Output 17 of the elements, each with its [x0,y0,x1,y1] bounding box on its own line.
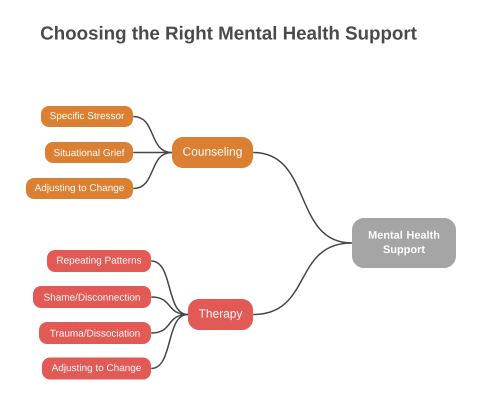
item-box: Situational Grief [45,142,133,163]
category-box: Therapy [188,299,253,330]
item-box: Adjusting to Change [26,178,133,199]
title: Choosing the Right Mental Health Support [40,26,417,44]
item-box: Repeating Patterns [47,250,151,272]
topic-box: Mental Health Support [352,218,456,268]
item-box: Adjusting to Change [42,358,151,380]
connector-curve [151,314,188,370]
item-box: Specific Stressor [41,106,133,127]
connector-curve [253,152,352,244]
connector-curve [133,116,172,154]
category-box: Counseling [172,137,253,168]
connector-curve [253,242,352,316]
connector-curve [151,296,188,316]
item-box: Trauma/Dissociation [39,322,151,344]
item-box: Shame/Disconnection [33,286,151,308]
connector-curve [133,152,172,190]
